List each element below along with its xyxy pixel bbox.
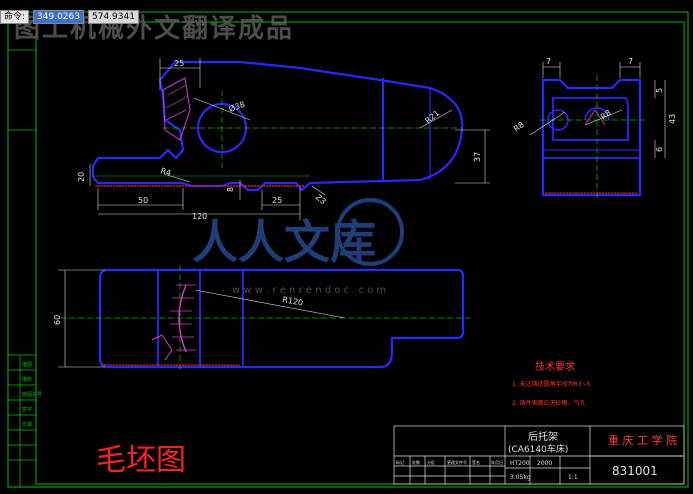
dim-top-z3: Z3 — [314, 193, 328, 207]
watermark-logo-text: 人人文库 — [192, 215, 376, 269]
dim-top-37: 37 — [473, 152, 482, 162]
dim-side-r120: R120 — [282, 295, 304, 307]
left-margin-strip — [8, 49, 36, 487]
dim-top-25: 25 — [174, 59, 184, 68]
title-school: 重 庆 工 学 院 — [608, 433, 677, 447]
hatch-region-top — [162, 77, 191, 141]
dim-bot-25: 25 — [272, 196, 282, 205]
coord-label: 命令: — [0, 10, 30, 24]
left-label-4: 日期 — [22, 422, 32, 428]
dim-top-r21: R21 — [424, 109, 442, 126]
top-view-outline[interactable] — [91, 60, 464, 192]
left-label-3: 签字 — [22, 406, 32, 413]
dim-right-7b: 7 — [628, 57, 633, 66]
side-view — [540, 75, 645, 198]
front-view — [60, 265, 470, 372]
title-small-4: 签名 — [472, 459, 480, 465]
drawing-frame-outer — [7, 11, 689, 488]
drawing-frame-inner — [35, 21, 685, 485]
notes-line1: 1. 未注铸造圆角半径为R3~5 — [512, 380, 591, 388]
title-small-0: 标记 — [396, 459, 404, 465]
front-view-dimensions — [58, 269, 346, 368]
left-label-1: 描校 — [22, 376, 32, 383]
dim-top-20: 20 — [77, 172, 86, 182]
left-label-2: 底图总号 — [22, 391, 42, 398]
title-part-sub: (CA6140车床) — [508, 443, 568, 455]
dim-bot-120: 120 — [192, 212, 207, 221]
dim-right-6: 6 — [655, 147, 664, 152]
dim-right-43: 43 — [668, 114, 677, 124]
dim-top-8: 8 — [226, 187, 235, 192]
coord-y-field[interactable]: 574.9341 — [88, 10, 139, 24]
title-weight: 3.05kg — [510, 474, 531, 481]
watermark-url: w w w . r e n r e n d o c . c o m — [232, 285, 386, 296]
title-part-name: 后托架 — [528, 430, 558, 443]
title-scale: 1:1 — [568, 474, 578, 481]
title-small-5: 年月日 — [491, 459, 503, 465]
notes-line2: 2. 铸件表面应无砂眼、气孔 — [512, 399, 586, 407]
title-qty: 2000 — [537, 460, 552, 467]
renrendoc-watermark: 人人文库 w w w . r e n r e n d o c . c o m — [192, 198, 404, 296]
dim-top-38: Ø38 — [227, 99, 246, 114]
title-small-3: 更改文件号 — [447, 459, 467, 465]
title-small-2: 分区 — [427, 459, 435, 465]
title-material: HT200 — [510, 460, 530, 467]
coord-x-field[interactable]: 349.0263 — [33, 10, 84, 24]
title-small-1: 处数 — [412, 459, 420, 465]
top-view — [91, 60, 464, 192]
notes-heading: 技术要求 — [535, 360, 575, 373]
dim-right-r8a: R8 — [512, 120, 526, 133]
front-view-outline[interactable] — [98, 268, 465, 369]
top-view-dimensions — [89, 58, 490, 220]
side-view-outline[interactable] — [541, 78, 642, 197]
dim-bot-50: 50 — [138, 196, 148, 205]
title-drawing-no: 831001 — [612, 464, 658, 478]
dim-side-60: 60 — [53, 315, 62, 325]
left-label-0: 描图 — [22, 361, 32, 368]
dim-top-r4: R4 — [159, 166, 172, 177]
side-view-dimensions — [529, 62, 666, 158]
dim-right-7a: 7 — [546, 57, 551, 66]
title-block — [393, 425, 685, 485]
dim-right-5: 5 — [655, 88, 664, 93]
coordinate-bar: 命令: 349.0263 574.9341 — [0, 10, 139, 24]
drawing-caption: 毛坯图 — [96, 443, 186, 478]
